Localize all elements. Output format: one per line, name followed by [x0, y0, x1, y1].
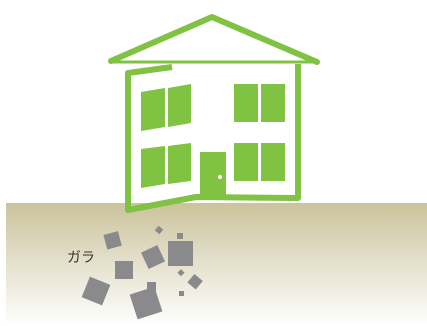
debris-piece	[168, 241, 193, 266]
house-icon	[111, 17, 317, 210]
door-knob	[218, 175, 222, 179]
debris-label: ガラ	[67, 250, 95, 266]
window-upper-right-b	[261, 84, 285, 122]
window-upper-right-a	[234, 84, 258, 122]
window-lower-left-b	[168, 143, 191, 184]
door	[200, 152, 226, 197]
window-lower-right-b	[261, 143, 285, 181]
window-lower-right-a	[234, 143, 258, 181]
window-upper-left-a	[141, 88, 165, 131]
window-lower-left-a	[141, 146, 165, 188]
debris-piece	[177, 233, 183, 239]
debris-piece	[115, 261, 133, 279]
debris-piece	[179, 291, 184, 296]
house-roof	[111, 17, 317, 62]
window-upper-left-b	[168, 84, 191, 127]
